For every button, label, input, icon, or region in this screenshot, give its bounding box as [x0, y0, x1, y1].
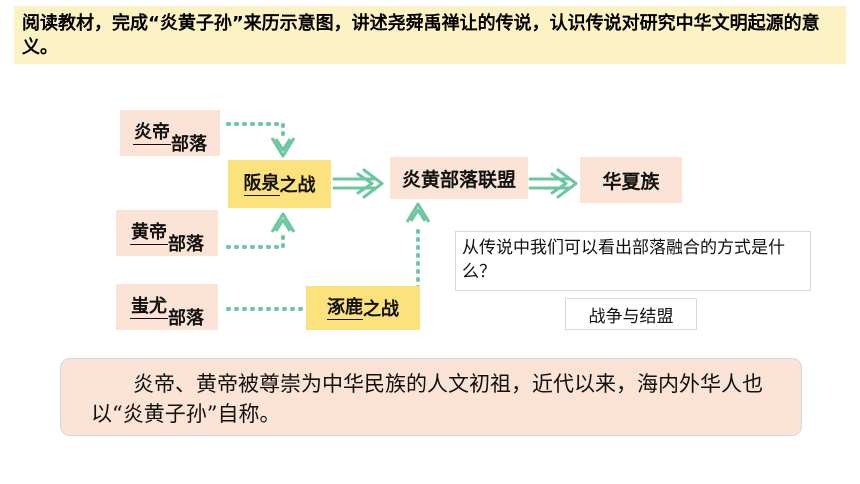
tribe-huangdi-name: 黄帝	[130, 221, 168, 245]
alliance-box: 炎黄部落联盟	[390, 157, 528, 199]
alliance-label: 炎黄部落联盟	[401, 168, 516, 191]
tribe-huangdi-suffix: 部落	[168, 234, 204, 255]
tribe-chiyou-box: 蚩尤 部落	[116, 284, 218, 330]
battle-zhuolu-box: 涿鹿 之战	[306, 286, 420, 330]
tribe-huangdi-box: 黄帝 部落	[116, 210, 218, 256]
answer-text: 战争与结盟	[588, 306, 674, 327]
battle-banquan-suffix: 之战	[279, 175, 316, 196]
answer-box: 战争与结盟	[565, 298, 697, 330]
battle-banquan-box: 阪泉 之战	[228, 160, 331, 208]
question-text: 从传说中我们可以看出部落融合的方式是什么？	[462, 238, 785, 282]
double-arrow-right-icon	[528, 168, 578, 199]
tribe-chiyou-name: 蚩尤	[130, 295, 168, 319]
summary-text: 炎帝、黄帝被尊崇为中华民族的人文初祖，近代以来，海内外华人也以“炎黄子孙”自称。	[91, 372, 763, 426]
arrow-up-icon	[405, 202, 431, 223]
dotted-line-yandi	[226, 122, 285, 142]
tribe-yandi-box: 炎帝 部落	[120, 110, 220, 156]
double-arrow-right-icon	[332, 168, 384, 199]
dotted-line-huangdi	[226, 230, 285, 249]
instruction-banner: 阅读教材，完成“炎黄子孙”来历示意图，讲述尧舜禹禅让的传说，认识传说对研究中华文…	[14, 6, 846, 64]
arrow-down-icon	[270, 137, 296, 158]
tribe-yandi-suffix: 部落	[171, 134, 207, 155]
battle-banquan-name: 阪泉	[243, 172, 280, 196]
battle-zhuolu-name: 涿鹿	[327, 296, 363, 320]
arrow-up-icon	[270, 212, 296, 233]
battle-zhuolu-suffix: 之战	[363, 299, 399, 320]
nation-box: 华夏族	[580, 157, 682, 203]
nation-label: 华夏族	[602, 170, 660, 193]
tribe-yandi-name: 炎帝	[133, 121, 171, 145]
summary-box: 炎帝、黄帝被尊崇为中华民族的人文初祖，近代以来，海内外华人也以“炎黄子孙”自称。	[60, 358, 802, 436]
tribe-chiyou-suffix: 部落	[168, 308, 204, 329]
instruction-text: 阅读教材，完成“炎黄子孙”来历示意图，讲述尧舜禹禅让的传说，认识传说对研究中华文…	[22, 13, 820, 58]
question-box: 从传说中我们可以看出部落融合的方式是什么？	[455, 231, 811, 291]
